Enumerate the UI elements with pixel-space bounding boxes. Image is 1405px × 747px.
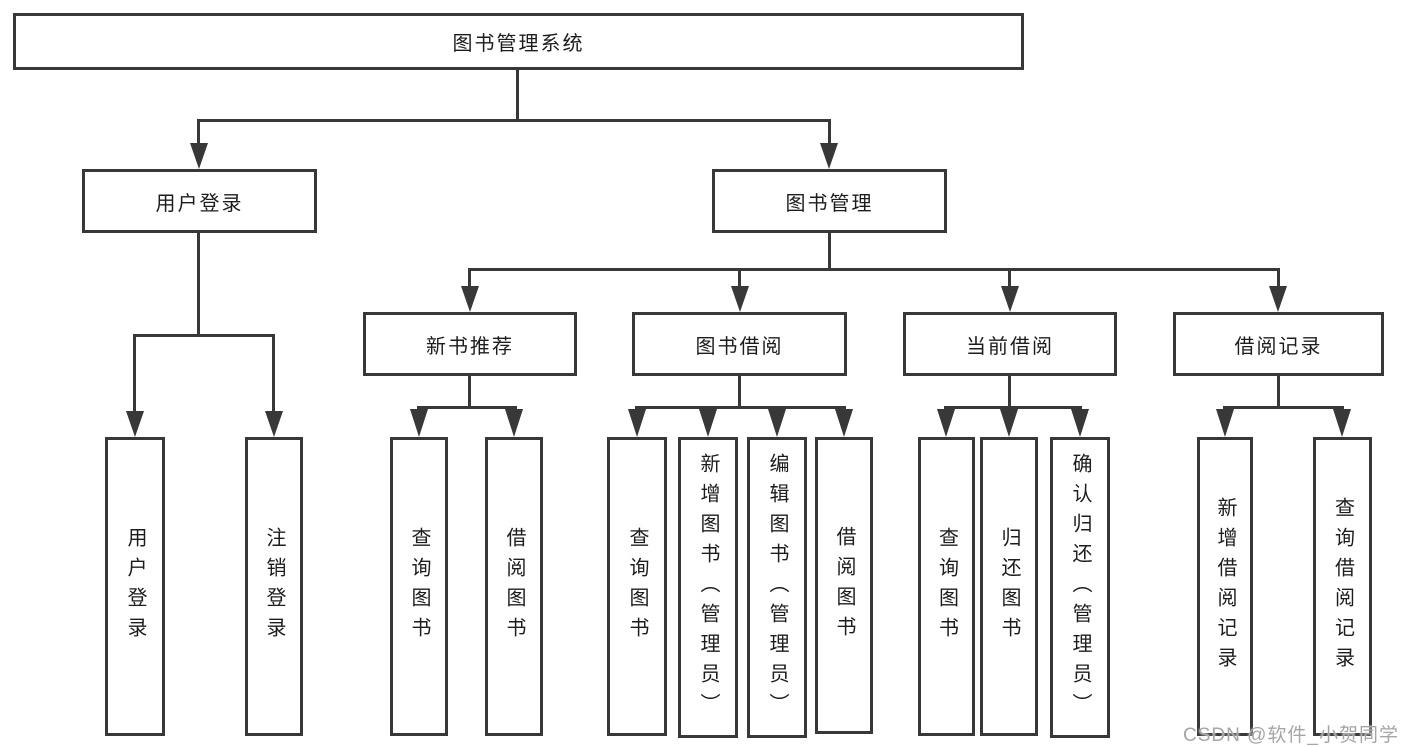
arrow-down-icon (461, 286, 479, 312)
node-borrow-record-label: 借阅记录 (1234, 335, 1323, 358)
arrow-down-icon (505, 409, 523, 437)
connector-line (133, 334, 136, 412)
arrow-down-icon (820, 143, 838, 169)
connector-line (828, 233, 831, 271)
arrow-down-icon (1071, 409, 1089, 437)
arrow-down-icon (628, 409, 646, 437)
arrow-down-icon (937, 409, 955, 437)
leaf-return-book: 归还图书 (980, 437, 1038, 736)
connector-line (417, 406, 517, 409)
connector-line (133, 334, 275, 337)
leaf-borrow-book: 借阅图书 (815, 437, 873, 734)
node-current-borrow-label: 当前借阅 (966, 335, 1054, 358)
leaf-user-login: 用户登录 (105, 437, 165, 736)
node-new-book-recommend-label: 新书推荐 (426, 335, 514, 358)
arrow-down-icon (190, 143, 208, 169)
arrow-down-icon (1216, 409, 1234, 437)
node-new-book-recommend: 新书推荐 (363, 312, 577, 376)
node-borrow-record: 借阅记录 (1173, 312, 1384, 376)
arrow-down-icon (731, 286, 749, 312)
connector-line (197, 119, 831, 122)
leaf-logout: 注销登录 (245, 437, 303, 736)
node-book-management-label: 图书管理 (785, 192, 874, 215)
connector-line (1277, 376, 1280, 409)
connector-line (197, 233, 200, 337)
connector-line (1223, 406, 1344, 409)
connector-line (1008, 268, 1011, 288)
node-root: 图书管理系统 (13, 13, 1024, 70)
connector-line (944, 406, 1082, 409)
leaf-query-books-recommend: 查询图书 (390, 437, 448, 736)
watermark: CSDN @软件_小贺同学 (1183, 725, 1399, 746)
arrow-down-icon (265, 411, 283, 437)
connector-line (738, 376, 741, 409)
connector-line (828, 119, 831, 146)
arrow-down-icon (1000, 409, 1018, 437)
arrow-down-icon (699, 409, 717, 437)
node-current-borrow: 当前借阅 (903, 312, 1117, 376)
node-root-label: 图书管理系统 (452, 33, 585, 55)
leaf-add-book-admin: 新增图书（管理员） (678, 437, 738, 738)
node-book-borrow-label: 图书借阅 (695, 335, 784, 358)
leaf-query-books-borrow: 查询图书 (607, 437, 667, 736)
connector-line (272, 334, 275, 412)
leaf-confirm-return-admin: 确认归还（管理员） (1050, 437, 1110, 738)
connector-line (1008, 376, 1011, 409)
connector-line (738, 268, 741, 288)
arrow-down-icon (1333, 409, 1351, 437)
leaf-query-borrow-record: 查询借阅记录 (1313, 437, 1372, 736)
leaf-query-books-current: 查询图书 (918, 437, 975, 736)
connector-line (635, 406, 846, 409)
arrow-down-icon (768, 409, 786, 437)
node-user-login-label: 用户登录 (155, 192, 244, 215)
connector-line (516, 68, 519, 121)
node-user-login: 用户登录 (82, 169, 317, 233)
connector-line (197, 119, 200, 146)
arrow-down-icon (410, 409, 428, 437)
leaf-edit-book-admin: 编辑图书（管理员） (747, 437, 807, 738)
connector-line (1277, 268, 1280, 288)
leaf-add-borrow-record: 新增借阅记录 (1197, 437, 1253, 736)
arrow-down-icon (835, 409, 853, 437)
arrow-down-icon (126, 411, 144, 437)
arrow-down-icon (1001, 286, 1019, 312)
arrow-down-icon (1269, 286, 1287, 312)
connector-line (468, 268, 1280, 271)
node-book-borrow: 图书借阅 (632, 312, 847, 376)
leaf-borrow-book-recommend: 借阅图书 (485, 437, 543, 736)
connector-line (468, 268, 471, 288)
node-book-management: 图书管理 (712, 169, 947, 233)
connector-line (468, 376, 471, 409)
